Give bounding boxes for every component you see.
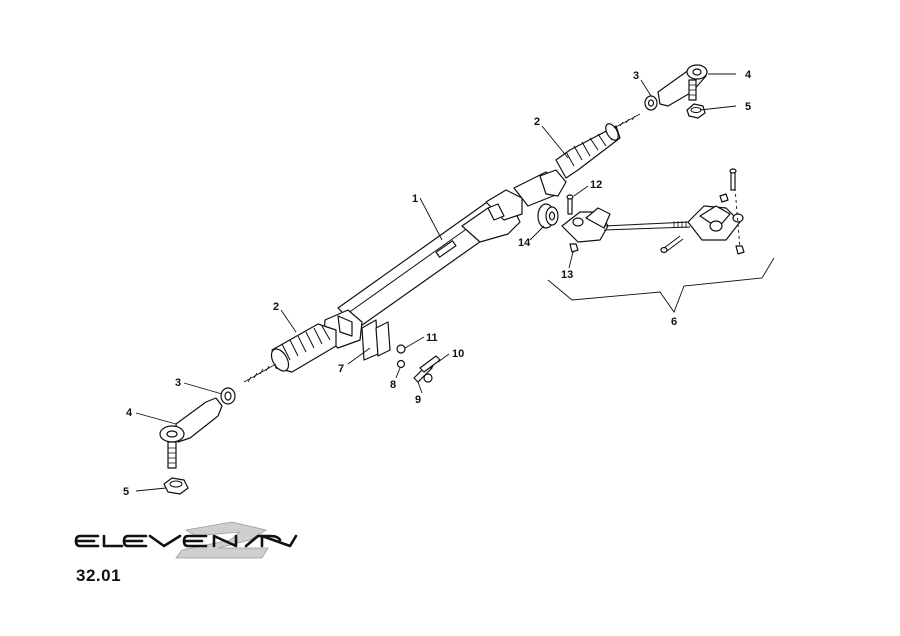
- callout-9: 9: [415, 394, 421, 406]
- mounting-bracket: [361, 319, 391, 361]
- callout-11: 11: [426, 332, 438, 344]
- callout-2-left: 2: [273, 301, 279, 313]
- callout-1: 1: [412, 193, 418, 205]
- leader-lines: [135, 73, 737, 492]
- assembly-brace: [547, 257, 775, 313]
- pinch-bolt-12: [566, 194, 574, 215]
- pinch-nut-13: [569, 243, 579, 253]
- track-rod-end-left: [159, 397, 223, 469]
- track-rod-end-right: [657, 64, 708, 107]
- logo-wordmark: [74, 534, 298, 548]
- callout-10: 10: [452, 348, 464, 360]
- callout-3-right: 3: [633, 70, 639, 82]
- rack-gaiter-right: [555, 113, 641, 179]
- clamp-washer-8: [396, 359, 406, 369]
- clamp-bolt-10: [419, 355, 441, 383]
- lock-nut-right: [644, 95, 658, 111]
- lock-nut-left: [220, 387, 236, 405]
- uj-pinch-bolts-right: [660, 168, 745, 255]
- callout-8: 8: [390, 379, 396, 391]
- callout-4-left: 4: [126, 407, 133, 419]
- callout-5-left: 5: [123, 486, 129, 498]
- callout-5-right: 5: [745, 101, 751, 113]
- nyloc-nut-left: [163, 477, 189, 495]
- pinion-seal: [537, 203, 559, 229]
- callout-2-right: 2: [534, 116, 540, 128]
- callout-3-left: 3: [175, 377, 181, 389]
- nyloc-nut-right: [686, 103, 706, 119]
- logo-2-watermark: [175, 521, 269, 559]
- rack-gaiter-left: [243, 323, 337, 383]
- callout-7: 7: [338, 363, 344, 375]
- callout-4-right: 4: [745, 69, 752, 81]
- callout-14: 14: [518, 237, 531, 249]
- callout-13: 13: [561, 269, 573, 281]
- steering-column-uj-assembly: [561, 205, 744, 243]
- callout-6: 6: [671, 316, 677, 328]
- brand-logo: [74, 521, 298, 559]
- page-number: 32.01: [76, 566, 122, 585]
- callout-12: 12: [590, 179, 602, 191]
- clamp-washer-11: [396, 344, 406, 354]
- steering-rack-housing: [323, 169, 567, 349]
